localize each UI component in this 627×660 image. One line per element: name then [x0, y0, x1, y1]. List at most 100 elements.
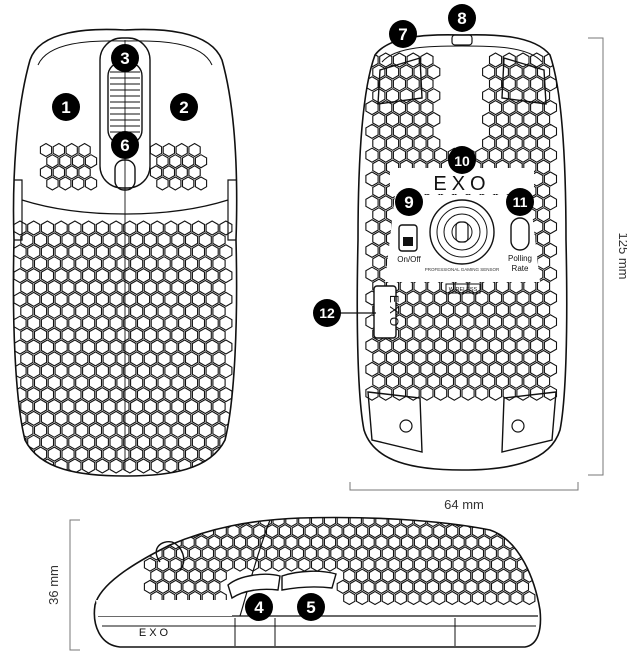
honeycomb-cell	[482, 111, 496, 128]
honeycomb-cell	[212, 422, 226, 438]
honeycomb-cell	[68, 339, 82, 355]
honeycomb-cell	[265, 523, 279, 539]
honeycomb-cell	[536, 135, 551, 151]
honeycomb-cell	[379, 385, 393, 401]
honeycomb-cell	[482, 135, 496, 151]
honeycomb-cell	[198, 351, 212, 367]
honeycomb-cell	[536, 254, 551, 270]
honeycomb-cell	[523, 278, 537, 294]
honeycomb-cell	[298, 557, 311, 572]
honeycomb-cell	[143, 579, 157, 595]
honeycomb-cell	[427, 135, 441, 151]
honeycomb-cell	[212, 256, 226, 272]
honeycomb-cell	[175, 568, 189, 583]
honeycomb-cell	[394, 546, 407, 561]
honeycomb-cell	[406, 76, 420, 92]
honeycomb-cell	[54, 315, 68, 331]
honeycomb-cell	[171, 303, 185, 319]
honeycomb-cell	[385, 349, 400, 366]
honeycomb-cell	[509, 302, 523, 318]
honeycomb-cell	[68, 291, 82, 308]
honeycomb-cell	[365, 218, 379, 235]
honeycomb-cell	[156, 154, 169, 169]
honeycomb-cell	[530, 147, 544, 163]
honeycomb-cell	[143, 517, 157, 528]
polling-rate-label-line1: Polling	[508, 254, 532, 263]
honeycomb-cell	[227, 546, 240, 561]
honeycomb-cell	[182, 517, 195, 528]
honeycomb-cell	[399, 111, 413, 128]
svg-text:10: 10	[454, 153, 470, 169]
honeycomb-cell	[420, 147, 434, 163]
honeycomb-cell	[116, 351, 130, 367]
bottom-brand-logo: EXO	[433, 173, 490, 195]
honeycomb-cell	[205, 267, 219, 284]
honeycomb-cell	[150, 291, 164, 308]
power-switch-label: On/Off	[397, 255, 421, 264]
honeycomb-cell	[523, 88, 537, 104]
honeycomb-cell	[123, 315, 137, 331]
honeycomb-cell	[143, 557, 157, 572]
honeycomb-cell	[406, 314, 420, 330]
honeycomb-cell	[502, 337, 516, 354]
honeycomb-cell	[150, 339, 164, 355]
honeycomb-cell	[278, 523, 292, 539]
honeycomb-cell	[143, 327, 157, 343]
honeycomb-cell	[407, 546, 420, 561]
honeycomb-cell	[399, 373, 413, 389]
honeycomb-cell	[212, 375, 226, 391]
honeycomb-cell	[157, 327, 171, 343]
honeycomb-cell	[198, 279, 212, 296]
honeycomb-cell	[365, 361, 379, 378]
bottom-side-logo: EXO	[387, 295, 401, 329]
honeycomb-cell	[536, 159, 551, 175]
honeycomb-cell	[219, 386, 233, 403]
honeycomb-cell	[178, 339, 192, 355]
honeycomb-cell	[543, 171, 558, 187]
honeycomb-cell	[157, 232, 171, 248]
honeycomb-cell	[184, 375, 199, 391]
honeycomb-cell	[82, 434, 96, 450]
honeycomb-cell	[13, 458, 27, 474]
honeycomb-cell	[130, 279, 144, 296]
honeycomb-cell	[181, 176, 195, 191]
honeycomb-cell	[40, 363, 55, 379]
honeycomb-cell	[175, 142, 188, 158]
honeycomb-cell	[61, 375, 75, 391]
honeycomb-cell	[420, 314, 434, 330]
honeycomb-cell	[102, 279, 116, 296]
honeycomb-cell	[406, 361, 420, 378]
honeycomb-cell	[495, 326, 509, 342]
honeycomb-cell	[291, 523, 305, 539]
honeycomb-cell	[75, 398, 89, 415]
honeycomb-cell	[475, 314, 489, 330]
honeycomb-cell	[75, 422, 89, 438]
honeycomb-cell	[379, 76, 393, 92]
honeycomb-cell	[150, 386, 164, 403]
honeycomb-cell	[82, 315, 96, 331]
honeycomb-cell	[516, 361, 530, 378]
power-switch	[398, 224, 418, 252]
honeycomb-cell	[461, 314, 475, 330]
honeycomb-cell	[440, 326, 455, 342]
honeycomb-cell	[392, 337, 407, 354]
callout-1: 1	[52, 93, 80, 121]
honeycomb-cell	[149, 142, 163, 158]
honeycomb-cell	[61, 303, 75, 319]
honeycomb-cell	[458, 590, 472, 606]
honeycomb-cell	[399, 278, 413, 294]
honeycomb-cell	[150, 434, 164, 450]
honeycomb-cell	[349, 579, 362, 595]
honeycomb-cell	[61, 422, 75, 438]
honeycomb-cell	[536, 230, 551, 247]
honeycomb-cell	[413, 349, 427, 366]
honeycomb-cell	[413, 278, 427, 294]
honeycomb-cell	[375, 517, 388, 528]
honeycomb-cell	[336, 579, 350, 595]
honeycomb-cell	[109, 410, 123, 427]
honeycomb-cell	[497, 523, 510, 539]
honeycomb-cell	[82, 267, 96, 284]
honeycomb-cell	[95, 363, 109, 379]
callout-6: 6	[111, 131, 139, 159]
honeycomb-cell	[20, 351, 34, 367]
